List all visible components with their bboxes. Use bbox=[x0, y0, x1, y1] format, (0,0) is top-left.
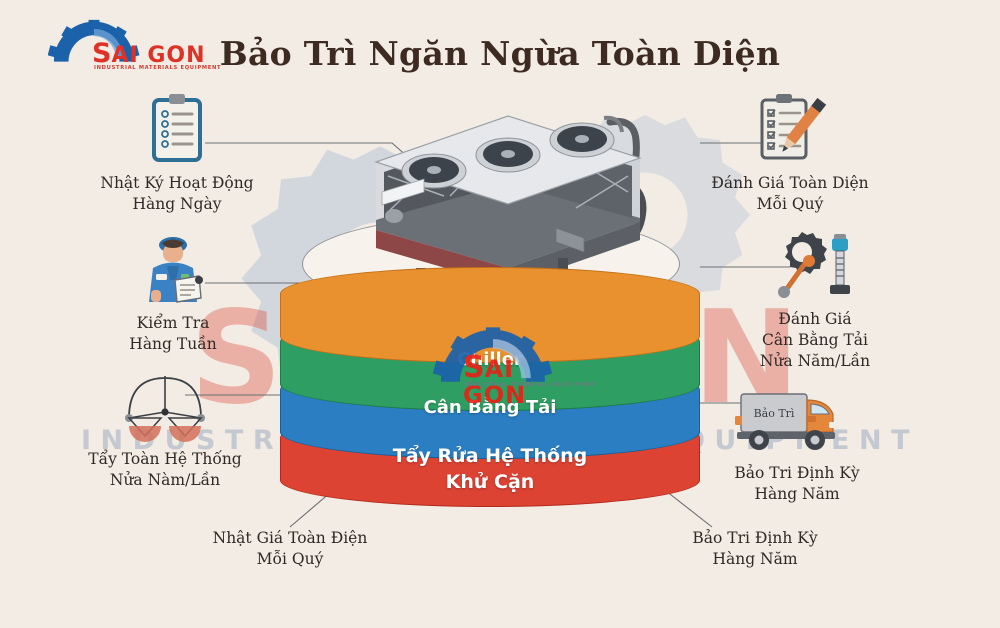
item-label-full-system-flush: Tẩy Toàn Hệ Thống Nửa Nàm/Lần bbox=[88, 450, 242, 489]
logo-wordmark: SAI GON bbox=[92, 40, 206, 68]
saigon-logo[interactable]: SAI GON INDUSTRIAL MATERIALS EQUIPMENT bbox=[48, 18, 221, 80]
gear-gauge-icon bbox=[700, 228, 930, 302]
clipboard-checklist-icon bbox=[62, 92, 292, 166]
item-label-quarterly-assessment: Đánh Giá Toàn Diện Mỗi Quý bbox=[711, 174, 869, 213]
logo-letter-s: S bbox=[92, 38, 112, 69]
item-weekly-inspection[interactable]: Kiểm Tra Hàng Tuần bbox=[58, 232, 288, 355]
air-cooled-chiller-illustration bbox=[358, 100, 658, 297]
item-label-daily-operation-log: Nhật Ký Hoạt Động Hàng Ngày bbox=[100, 174, 254, 213]
item-label-weekly-inspection: Kiểm Tra Hàng Tuần bbox=[129, 314, 217, 353]
item-annual-periodic-maintenance-bottom[interactable]: Bảo Tri Định Kỳ Hàng Năm bbox=[640, 528, 870, 570]
item-label-annual-periodic-maintenance: Bảo Tri Định Kỳ Hàng Năm bbox=[734, 464, 860, 503]
logo-gear-icon bbox=[48, 19, 140, 62]
page-title: Bảo Trì Ngăn Ngừa Toàn Diện bbox=[219, 34, 781, 73]
item-quarterly-assessment[interactable]: Đánh Giá Toàn Diện Mỗi Quý bbox=[675, 92, 905, 215]
clipboard-pencil-icon bbox=[675, 92, 905, 166]
item-full-system-flush[interactable]: Tẩy Toàn Hệ Thống Nửa Nàm/Lần bbox=[50, 368, 280, 491]
center-watermark-tagline: INDUSTRIAL MATERIALS EQUIPMENT bbox=[465, 382, 595, 388]
logo-tagline: INDUSTRIAL MATERIALS EQUIPMENT bbox=[94, 65, 222, 71]
balance-scale-icon bbox=[50, 368, 280, 442]
center-watermark-letter-s: S bbox=[463, 350, 485, 385]
logo-word-rest: AI GON bbox=[111, 43, 206, 68]
technician-inspector-icon bbox=[58, 232, 288, 306]
item-label-annual-periodic-maintenance-bottom: Bảo Tri Định Kỳ Hàng Năm bbox=[692, 529, 818, 568]
maintenance-truck-icon: Bảo Trì bbox=[682, 382, 912, 456]
truck-body-label: Bảo Trì bbox=[754, 407, 795, 420]
item-quarterly-full-valuation[interactable]: Nhật Giá Toàn Điện Mỗi Quý bbox=[175, 528, 405, 570]
item-annual-periodic-maintenance[interactable]: Bảo Trì Bảo Tri Định Kỳ Hàng Năm bbox=[682, 382, 912, 505]
item-daily-operation-log[interactable]: Nhật Ký Hoạt Động Hàng Ngày bbox=[62, 92, 292, 215]
item-load-balance-assessment[interactable]: Đánh Giá Cân Bằng Tải Nửa Năm/Lần bbox=[700, 228, 930, 371]
item-label-quarterly-full-valuation: Nhật Giá Toàn Điện Mỗi Quý bbox=[212, 529, 368, 568]
center-logo-watermark: SAI GON INDUSTRIAL MATERIALS EQUIPMENT bbox=[415, 325, 594, 415]
item-label-load-balance-assessment: Đánh Giá Cân Bằng Tải Nửa Năm/Lần bbox=[759, 310, 871, 370]
